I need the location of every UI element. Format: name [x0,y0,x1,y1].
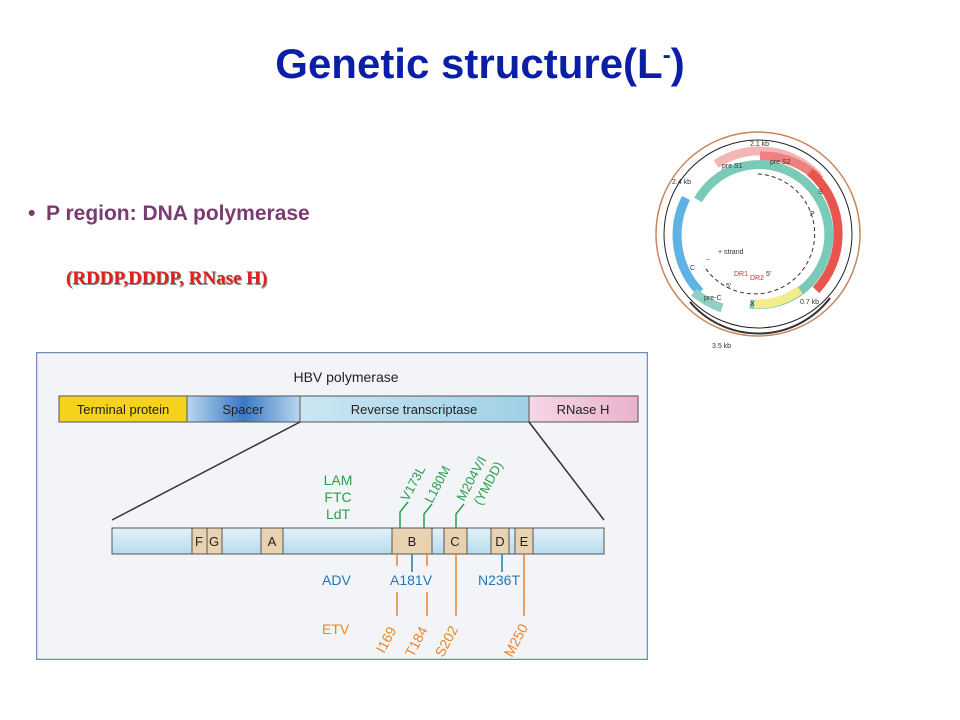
genome-label-c: C [690,265,695,272]
box-label-f: F [195,534,203,549]
zoom-line-right [528,421,605,521]
drug-ldt: LdT [326,506,351,522]
title-superscript: - [662,42,671,69]
genome-label-x: X [750,301,755,308]
genome-plus-strand-arc [703,173,816,295]
box-label-g: G [209,534,219,549]
genome-label-5prime-a: 5' [766,271,771,278]
title-main: Genetic structure(L [275,40,663,87]
domain-rnase-h [528,395,639,423]
genome-label-2-1kb: 2.1 kb [750,141,769,148]
gene-pre-c [691,288,724,313]
hbv-genome-map: 2.1 kb 2.4 kb pre S1 pre S2 S P C pre-C … [655,131,861,350]
slide-title: Genetic structure(L-) [0,40,960,88]
title-end: ) [670,40,685,87]
box-a [260,527,284,555]
genome-label-5prime-b: 5' [726,283,731,290]
genome-label-dr1: DR1 [734,271,748,278]
box-d [490,527,510,555]
genome-outer-ring [655,131,861,337]
box-g [206,527,223,555]
box-label-c: C [450,534,459,549]
domain-label-rt: Reverse transcriptase [351,402,477,417]
domain-label-spacer: Spacer [222,402,264,417]
genome-label-s: S [818,189,823,196]
genome-label-pre-c: pre-C [704,295,722,302]
domain-terminal-protein [58,395,188,423]
drug-lam: LAM [324,472,353,488]
genome-label-2-4kb: 2.4 kb [672,179,691,186]
box-label-b: B [408,534,417,549]
adv-label: ADV [322,572,351,588]
genome-label-pre-s1: pre S1 [722,163,743,170]
box-b [391,527,433,555]
bullet-dot-icon: • [28,202,36,225]
polymerase-diagram: HBV polymerase Terminal protein Spacer R… [36,352,648,660]
mut-line-l180m [423,503,433,528]
genome-mrna-lines [689,297,831,335]
genome-label-dr2: DR2 [750,275,764,282]
polymerase-activities: (RDDP,DDDP, RNase H) [66,268,268,289]
domain-label-rnase: RNase H [557,402,610,417]
drug-ftc: FTC [324,489,351,505]
mut-line-m204 [455,503,465,528]
gene-c [672,195,704,296]
adv-mut-a181v: A181V [390,572,433,588]
domain-label-terminal: Terminal protein [77,402,170,417]
box-label-d: D [495,534,504,549]
box-label-a: A [268,534,277,549]
domain-spacer [186,395,301,423]
gene-p [694,160,834,310]
genome-label-pre-s2: pre S2 [770,159,791,166]
genome-label-minus: − [706,257,710,264]
mut-line-v173l [399,501,409,528]
genome-minus-strand-ring [663,139,853,329]
polymerase-header: HBV polymerase [293,369,398,385]
bullet-text: P region: DNA polymerase [46,202,310,225]
genome-label-0-7kb: 0.7 kb [800,299,819,306]
adv-mut-n236t: N236T [478,572,520,588]
genome-label-p: P [810,211,815,218]
box-label-e: E [520,534,529,549]
gene-s [806,168,843,294]
bullet-p-region: • P region: DNA polymerase [28,202,310,226]
gene-x [753,286,803,309]
etv-label: ETV [322,621,350,637]
genome-label-plus-strand: + strand [718,249,744,256]
zoom-line-left [111,421,301,521]
genome-label-3-5kb: 3.5 kb [712,343,731,350]
